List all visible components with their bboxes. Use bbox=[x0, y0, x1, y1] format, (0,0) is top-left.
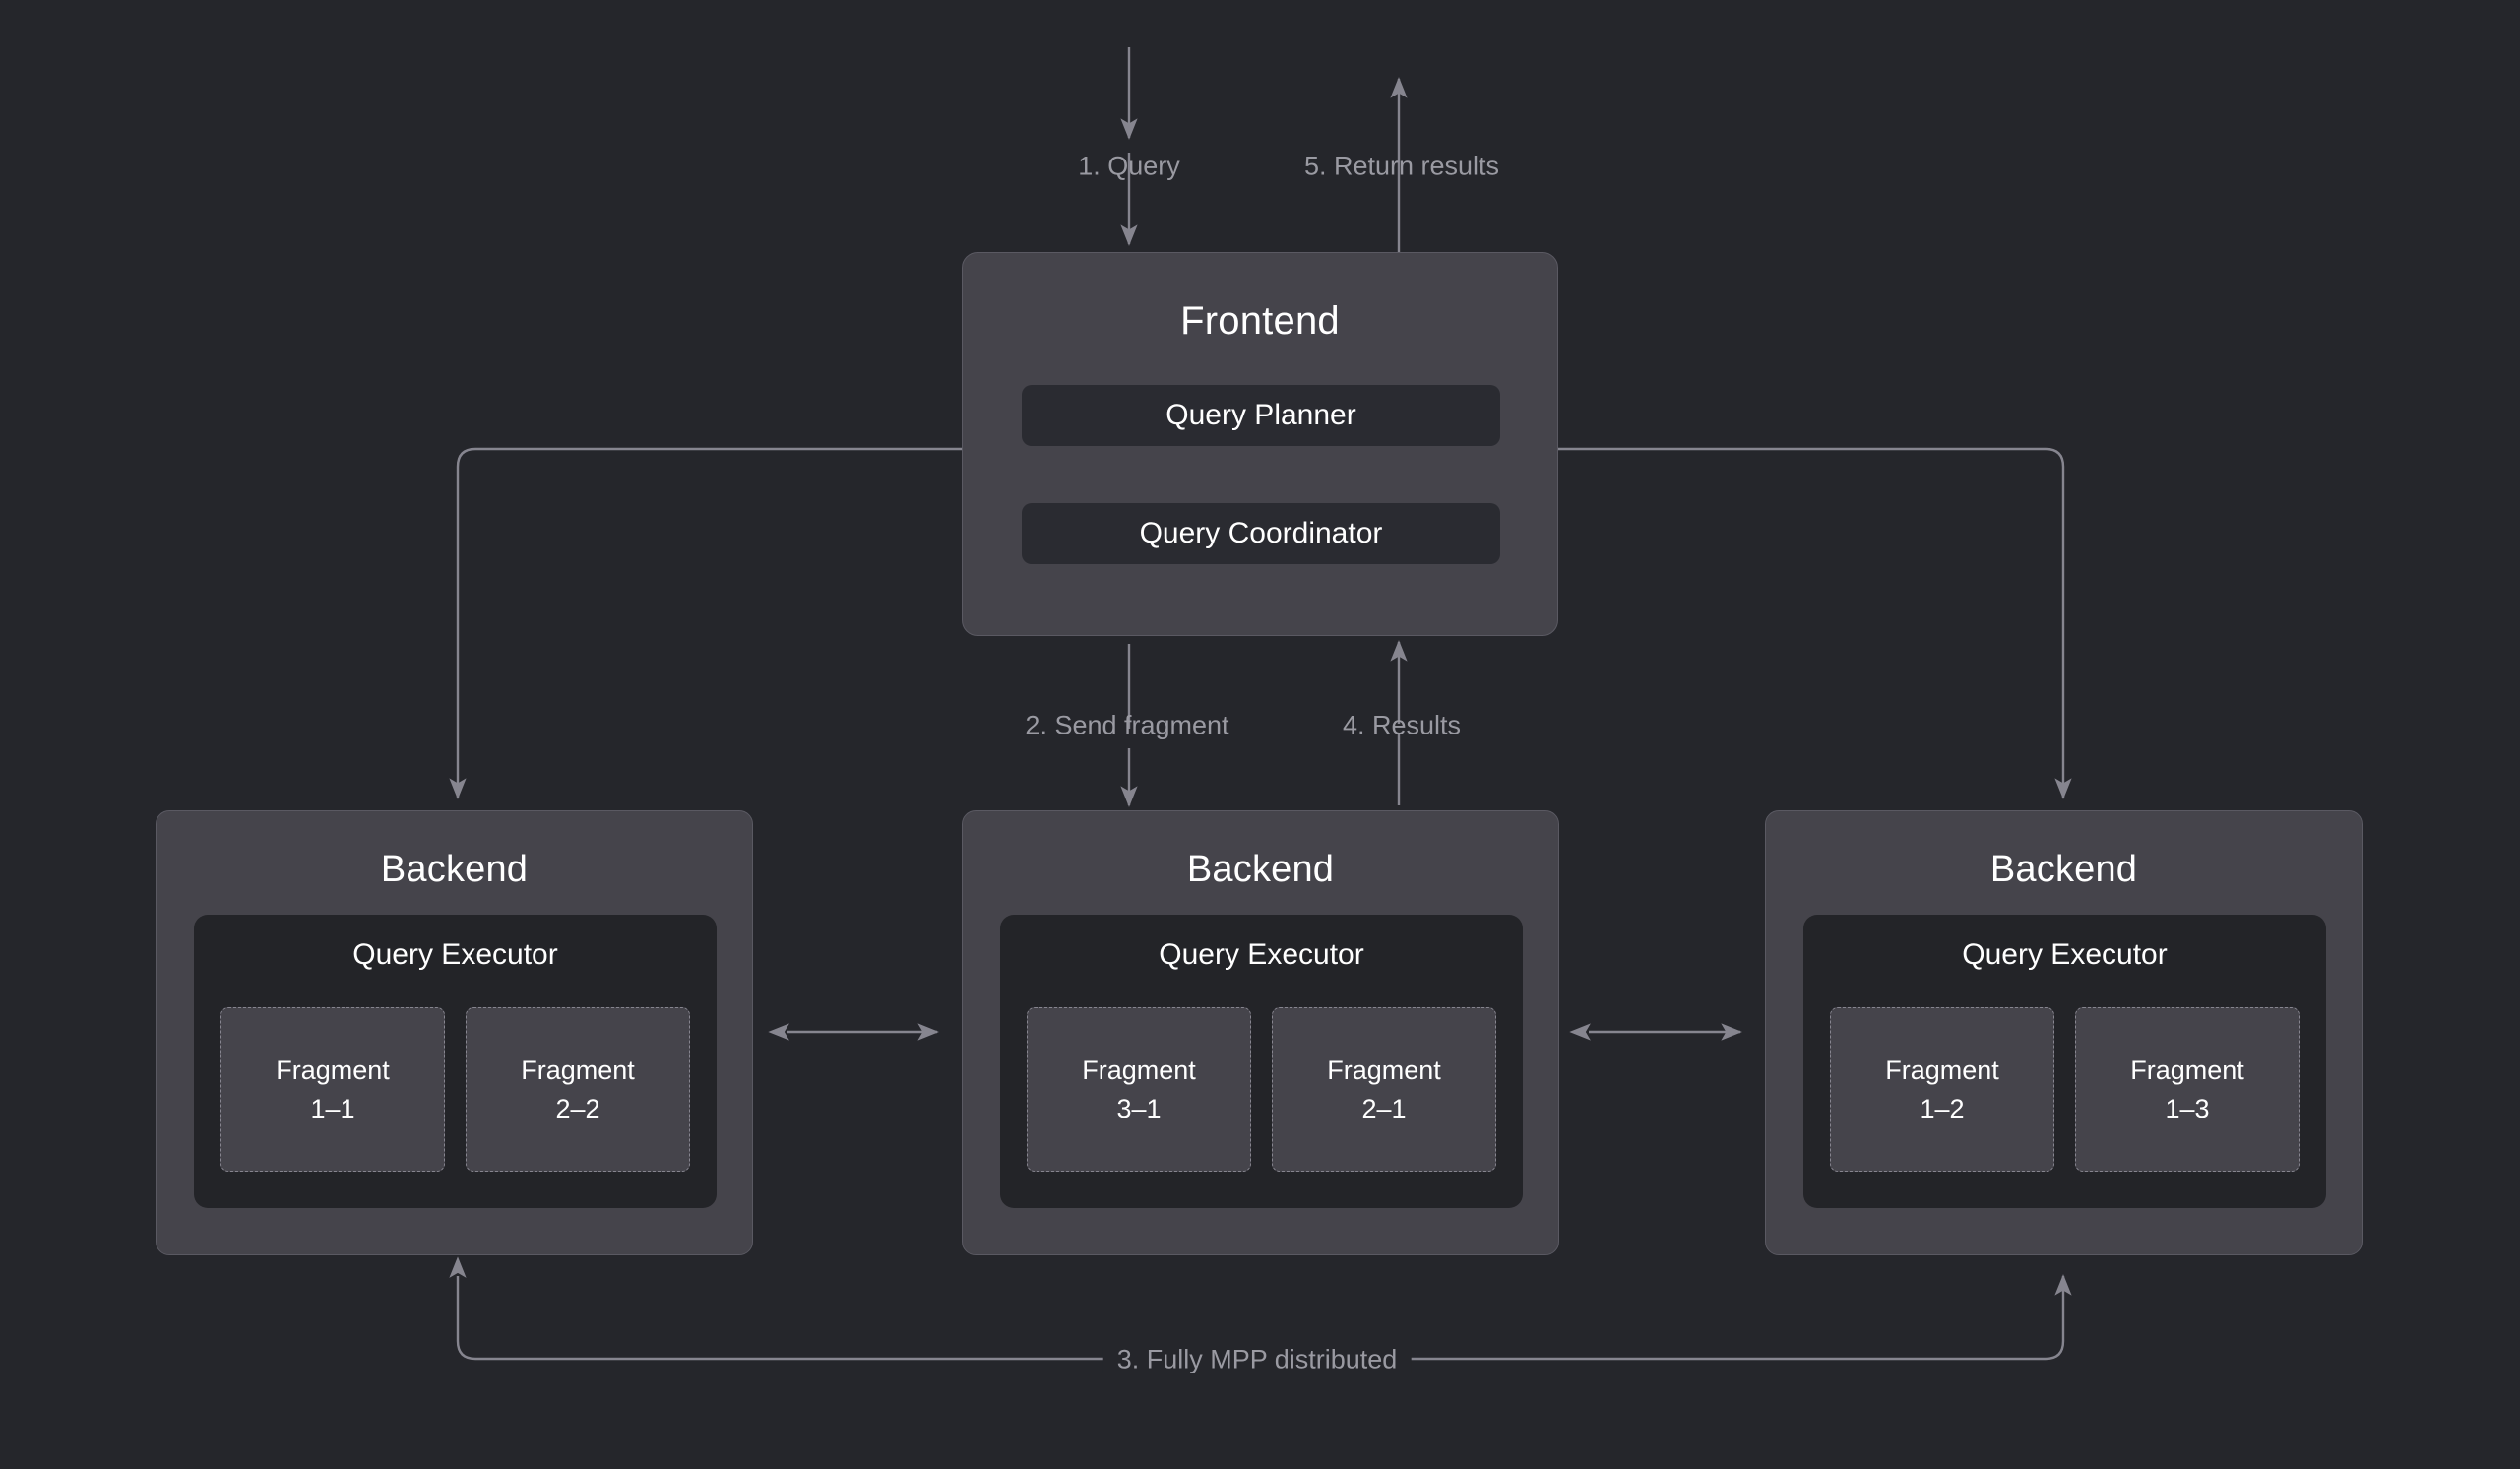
query-executor-title: Query Executor bbox=[1159, 938, 1364, 971]
fragment-id: 1–1 bbox=[310, 1093, 355, 1123]
fragment-name: Fragment bbox=[2130, 1055, 2244, 1086]
backend-node-middle[interactable]: Backend Query Executor Fragment 3–1 Frag… bbox=[962, 810, 1559, 1255]
frontend-node[interactable]: Frontend Query Planner Query Coordinator bbox=[962, 252, 1558, 636]
fragment-box[interactable]: Fragment 3–1 bbox=[1027, 1007, 1251, 1172]
edge-frontend-to-left-backend bbox=[449, 447, 962, 799]
fragment-list: Fragment 1–1 Fragment 2–2 bbox=[220, 1007, 690, 1172]
fragment-list: Fragment 1–2 Fragment 1–3 bbox=[1830, 1007, 2300, 1172]
fragment-box[interactable]: Fragment 1–1 bbox=[220, 1007, 445, 1172]
fragment-box[interactable]: Fragment 1–3 bbox=[2075, 1007, 2300, 1172]
frontend-title: Frontend bbox=[1180, 299, 1340, 343]
fragment-name: Fragment bbox=[1885, 1055, 1999, 1086]
fragment-id: 2–2 bbox=[555, 1093, 600, 1123]
edge-label-mpp-distributed: 3. Fully MPP distributed bbox=[1102, 1346, 1412, 1373]
backend-title: Backend bbox=[1989, 849, 2138, 890]
backend-title: Backend bbox=[380, 849, 529, 890]
fragment-list: Fragment 3–1 Fragment 2–1 bbox=[1027, 1007, 1496, 1172]
fragment-box[interactable]: Fragment 2–2 bbox=[466, 1007, 690, 1172]
edge-label-results: 4. Results bbox=[1342, 710, 1462, 740]
backend-node-right[interactable]: Backend Query Executor Fragment 1–2 Frag… bbox=[1765, 810, 2362, 1255]
query-executor-box[interactable]: Query Executor Fragment 3–1 Fragment 2–1 bbox=[1000, 915, 1523, 1208]
fragment-name: Fragment bbox=[521, 1055, 635, 1086]
query-executor-box[interactable]: Query Executor Fragment 1–2 Fragment 1–3 bbox=[1803, 915, 2326, 1208]
fragment-name: Fragment bbox=[1327, 1055, 1441, 1086]
backend-title: Backend bbox=[1186, 849, 1335, 890]
query-executor-box[interactable]: Query Executor Fragment 1–1 Fragment 2–2 bbox=[194, 915, 717, 1208]
backend-node-left[interactable]: Backend Query Executor Fragment 1–1 Frag… bbox=[156, 810, 753, 1255]
query-planner-box[interactable]: Query Planner bbox=[1022, 385, 1500, 446]
fragment-box[interactable]: Fragment 1–2 bbox=[1830, 1007, 2054, 1172]
fragment-id: 1–2 bbox=[1920, 1093, 1965, 1123]
edge-label-return-results: 5. Return results bbox=[1303, 151, 1500, 181]
query-coordinator-box[interactable]: Query Coordinator bbox=[1022, 503, 1500, 564]
fragment-id: 3–1 bbox=[1116, 1093, 1162, 1123]
fragment-name: Fragment bbox=[1082, 1055, 1196, 1086]
fragment-name: Fragment bbox=[276, 1055, 390, 1086]
fragment-id: 1–3 bbox=[2165, 1093, 2210, 1123]
query-executor-title: Query Executor bbox=[352, 938, 558, 971]
edge-label-send-fragment: 2. Send fragment bbox=[1025, 710, 1229, 740]
fragment-id: 2–1 bbox=[1361, 1093, 1407, 1123]
edge-frontend-to-right-backend bbox=[1558, 447, 2072, 799]
edge-label-query: 1. Query bbox=[1078, 151, 1180, 181]
query-executor-title: Query Executor bbox=[1962, 938, 2168, 971]
fragment-box[interactable]: Fragment 2–1 bbox=[1272, 1007, 1496, 1172]
